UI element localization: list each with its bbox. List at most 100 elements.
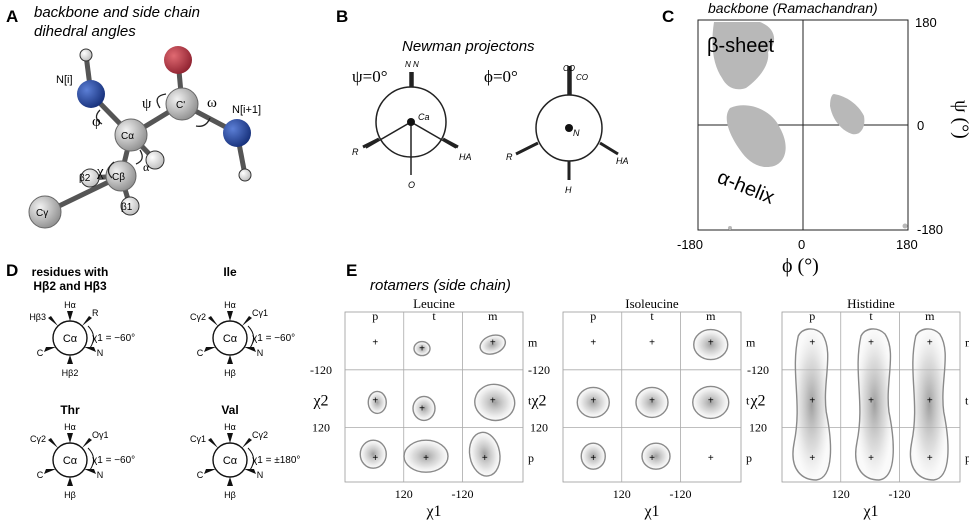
chi-arrow — [87, 447, 94, 471]
wedge-bond — [48, 438, 58, 448]
rotamer-center-mark: + — [868, 453, 874, 464]
wedge-bond — [67, 433, 73, 443]
atom-label: N — [97, 470, 104, 480]
rotamer-plot-title: Leucine — [413, 296, 455, 311]
rotamer-center-mark: + — [868, 395, 874, 406]
row-label: p — [965, 451, 969, 465]
atom-label: Hα — [64, 422, 76, 432]
wedge-bond — [44, 347, 56, 352]
left-ha-label: HA — [459, 152, 472, 162]
rotamer-center-mark: + — [809, 453, 815, 464]
phi-zero-label: ϕ=0° — [484, 67, 518, 86]
wedge-bond — [204, 347, 216, 352]
wedge-bond — [244, 469, 256, 474]
rotation-arrows — [95, 93, 211, 179]
rotamer-cluster — [367, 390, 387, 415]
rotamer-center-mark: + — [590, 453, 596, 464]
panel-a-letter: A — [6, 7, 18, 26]
rotamer-center-mark: + — [419, 403, 425, 414]
atom-label: Cγ1 — [190, 434, 206, 444]
rotamer-cluster — [576, 386, 610, 419]
row-label: m — [746, 336, 756, 350]
right-center-label: N — [573, 128, 580, 138]
left-o-label: O — [408, 180, 415, 190]
col-label: p — [809, 309, 815, 323]
outlier-dot-2 — [902, 223, 908, 229]
rotamer-ylabel: χ2 — [530, 392, 546, 409]
newman-left: N N Ca R HA O — [352, 60, 472, 190]
rotamer-cluster — [693, 328, 729, 361]
rotamer-xlabel: χ1 — [643, 503, 659, 520]
x-tick: -120 — [888, 487, 910, 501]
atom-label: Hα — [64, 300, 76, 310]
rotamer-cluster — [359, 439, 387, 469]
label-b1: β1 — [121, 202, 133, 213]
atom-label: Hβ — [224, 368, 236, 378]
rotamers-title: rotamers (side chain) — [370, 277, 511, 294]
rotamer-center-mark: + — [649, 395, 655, 406]
beta1-hydrogen-atom — [120, 196, 140, 216]
panel-c-letter: C — [662, 7, 674, 26]
col-label: t — [432, 309, 436, 323]
wedge-bond — [67, 355, 73, 364]
rotamer-center-mark: + — [423, 453, 429, 464]
rotamer-cluster — [403, 439, 449, 473]
newman-title: Newman projectons — [402, 38, 535, 55]
rotamer-center-mark: + — [372, 395, 378, 406]
right-h-label: H — [565, 185, 572, 195]
wedge-bond — [227, 477, 233, 486]
rotamer-center-mark: + — [927, 395, 933, 406]
rotamer-center-mark: + — [927, 453, 933, 464]
wedge-bond — [208, 316, 218, 326]
rotamer-xlabel: χ1 — [862, 503, 878, 520]
atom-label: χ1 = −60° — [92, 455, 135, 466]
left-r-label: R — [352, 147, 359, 157]
wedge-bond — [82, 316, 92, 326]
rotamer-center-mark: + — [590, 395, 596, 406]
rotamer-cluster — [413, 340, 431, 357]
row-label: p — [746, 451, 752, 465]
row-label: t — [528, 393, 532, 407]
atom-label: C — [37, 348, 44, 358]
col-label: t — [869, 309, 873, 323]
label-cprime: C' — [176, 100, 185, 111]
rotamer-center-mark: + — [372, 453, 378, 464]
col-label: m — [925, 309, 935, 323]
atom-label: Oγ1 — [92, 430, 109, 440]
atom-label: Cα — [63, 333, 78, 345]
wedge-bond — [82, 438, 92, 448]
ramachandran-xlabel: ϕ (°) — [782, 255, 819, 277]
rotamer-cluster — [635, 386, 669, 419]
col-label: m — [488, 309, 498, 323]
wedge-bond — [242, 316, 252, 326]
atom-label: N — [257, 470, 264, 480]
right-ha-label: HA — [616, 156, 629, 166]
x-tick: 120 — [613, 487, 631, 501]
x-tick: -120 — [669, 487, 691, 501]
x-tick-3: 180 — [896, 237, 918, 252]
rotamer-center-mark: + — [708, 395, 714, 406]
label-ca: Cα — [121, 131, 134, 142]
rotamer-center-mark: + — [490, 395, 496, 406]
rotamer-cluster — [474, 383, 516, 422]
label-cg: Cγ — [36, 208, 48, 219]
left-center-label: Ca — [418, 112, 430, 122]
newman-right: CO CO N R HA H — [506, 64, 629, 195]
block-title: Val — [221, 403, 238, 417]
wedge-bond — [242, 438, 252, 448]
label-b2: β2 — [79, 173, 91, 184]
alpha-hydrogen-atom — [145, 150, 165, 170]
wedge-bond — [204, 469, 216, 474]
carbonyl-carbon-atom — [165, 87, 199, 121]
right-top1-label: CO — [563, 64, 575, 73]
wedge-bond — [67, 477, 73, 486]
alpha-carbon-atom — [114, 118, 148, 152]
block-title: residues with — [32, 265, 109, 279]
rotamer-cluster — [692, 385, 730, 420]
col-label: t — [650, 309, 654, 323]
rotamer-cluster — [468, 431, 501, 477]
panel-c: C backbone (Ramachandran) β-sheet α-heli… — [662, 0, 969, 277]
